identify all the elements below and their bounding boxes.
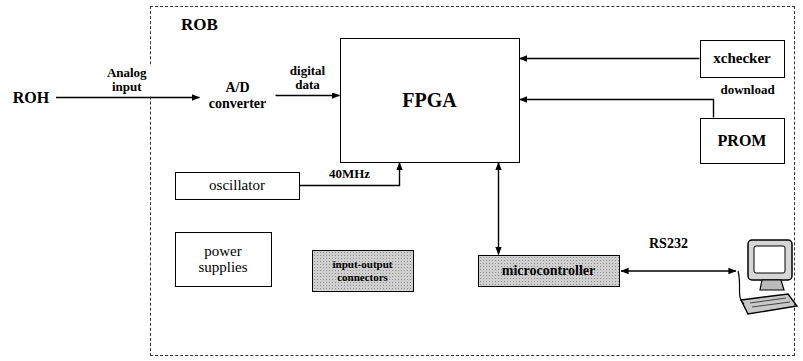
signal-label: 40MHz xyxy=(328,167,371,181)
monitor-screen xyxy=(754,246,785,273)
computer-icon xyxy=(738,240,797,314)
power-box: power supplies xyxy=(175,232,272,287)
signal-arrow xyxy=(56,97,200,98)
node-label: xchecker xyxy=(713,50,770,67)
connector-layer xyxy=(56,59,714,255)
xchecker-box: xchecker xyxy=(700,40,785,78)
node-label: ROH xyxy=(13,89,49,107)
node-label: input-output connectors xyxy=(317,258,408,282)
signal-label: Analog input xyxy=(100,66,154,95)
signal-arrow xyxy=(498,163,499,255)
rs232-line xyxy=(621,270,736,271)
signal-arrow xyxy=(300,163,400,186)
keyboard xyxy=(741,294,797,314)
interface-label: RS232 xyxy=(648,236,689,251)
node-label: oscillator xyxy=(209,177,265,194)
keyboard-keys xyxy=(750,298,790,307)
board-outline: ROB A/D converter FPGA xcheckerPROM oscillat… xyxy=(150,6,795,356)
signal-label: digital data xyxy=(279,64,337,93)
rs232-link xyxy=(621,271,736,272)
oscillator-box: oscillator xyxy=(175,172,300,200)
microcontroller-box: microcontroller xyxy=(478,255,620,287)
connector-box: input-output connectors xyxy=(312,250,414,292)
signal-arrow xyxy=(520,100,714,118)
source-label: ROH xyxy=(8,84,54,111)
node-label: A/D converter xyxy=(204,80,271,111)
fpga-box: FPGA xyxy=(340,38,520,163)
monitor-stand xyxy=(760,280,784,290)
signal-arrow xyxy=(520,58,700,59)
prom-box: PROM xyxy=(700,118,785,164)
monitor xyxy=(748,240,792,280)
node-label: microcontroller xyxy=(502,263,596,278)
group-title: ROB xyxy=(181,16,218,35)
signal-arrow xyxy=(276,95,340,96)
node-label: PROM xyxy=(718,132,767,150)
node-label: power supplies xyxy=(181,243,265,276)
node-label: FPGA xyxy=(402,89,456,111)
signal-label: download xyxy=(720,83,776,97)
cable xyxy=(738,271,744,304)
converter-block: A/D converter xyxy=(200,76,276,116)
